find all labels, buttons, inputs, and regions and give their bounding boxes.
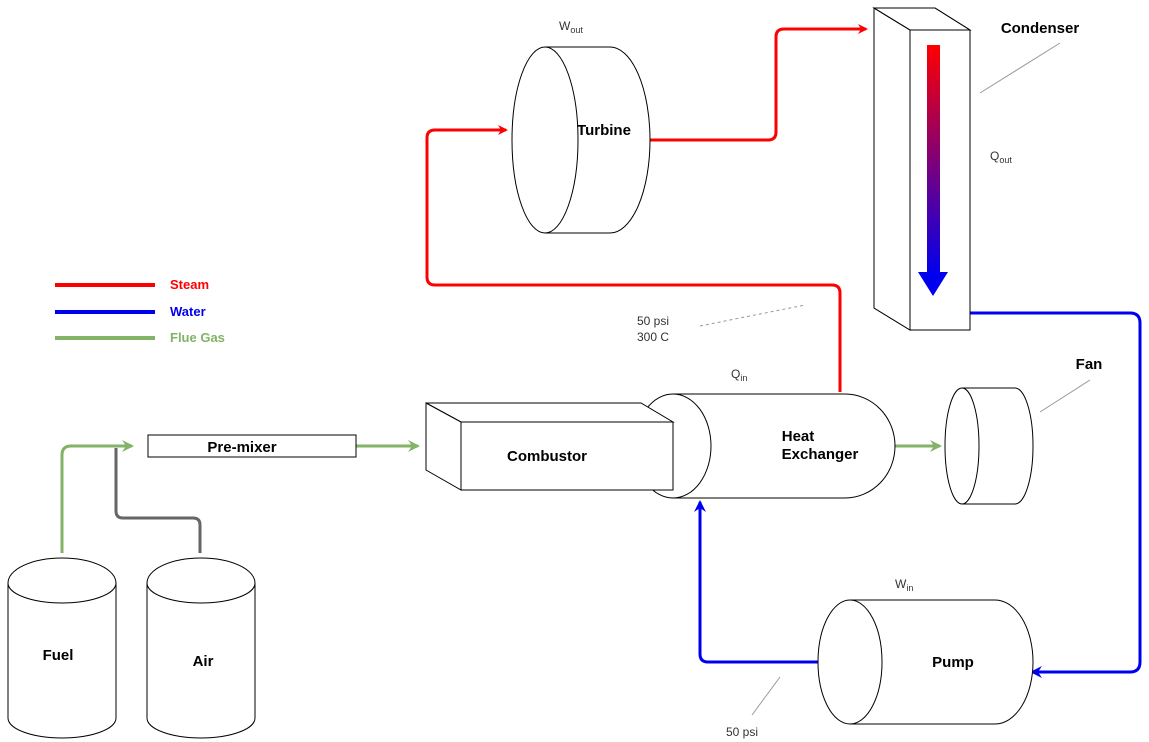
steam-temp-label: 300 C bbox=[637, 330, 669, 344]
pump-pressure-leader-line bbox=[751, 676, 781, 716]
air-tank: Air bbox=[146, 557, 256, 739]
water-line-condenser-to-pump bbox=[970, 311, 1142, 678]
condenser-leader-line bbox=[979, 42, 1061, 94]
premixer: Pre-mixer bbox=[147, 434, 357, 458]
steam-line-hx-to-turbine bbox=[425, 125, 842, 392]
premixer-label: Pre-mixer bbox=[207, 439, 276, 456]
pump: Pump bbox=[817, 599, 1034, 725]
q-in-annotation: Qin bbox=[731, 367, 747, 383]
heat-exchanger-label-line1: Heat bbox=[782, 428, 815, 445]
fan-label: Fan bbox=[1076, 356, 1103, 373]
steam-pressure-label: 50 psi bbox=[637, 314, 669, 328]
legend-flue-gas-label: Flue Gas bbox=[170, 330, 225, 345]
air-label: Air bbox=[193, 653, 214, 670]
w-out-annotation: Wout bbox=[559, 19, 583, 35]
pump-pressure-label: 50 psi bbox=[726, 725, 758, 739]
q-out-annotation: Qout bbox=[990, 149, 1012, 165]
fan-leader-line bbox=[1039, 379, 1091, 413]
legend-water-label: Water bbox=[170, 304, 206, 319]
w-in-annotation: Win bbox=[895, 577, 913, 593]
heat-flow-arrow-icon bbox=[918, 272, 948, 296]
pump-label: Pump bbox=[932, 654, 974, 671]
turbine-label: Turbine bbox=[577, 122, 631, 139]
steam-conditions-leader-line bbox=[699, 304, 806, 327]
fan: Fan bbox=[944, 356, 1103, 505]
fuel-tank: Fuel bbox=[7, 557, 117, 739]
combustor: Combustor bbox=[425, 402, 675, 491]
fuel-label: Fuel bbox=[43, 647, 74, 664]
heat-gradient-bar bbox=[927, 45, 940, 275]
steam-line-turbine-to-condenser bbox=[650, 24, 868, 142]
legend-steam-label: Steam bbox=[170, 277, 209, 292]
fuel-line bbox=[60, 440, 134, 553]
combustor-label: Combustor bbox=[507, 448, 587, 465]
heat-exchanger: Heat Exchanger bbox=[634, 393, 896, 499]
air-line bbox=[114, 448, 202, 553]
heat-exchanger-label-line2: Exchanger bbox=[782, 446, 859, 463]
turbine: Turbine bbox=[511, 46, 651, 234]
condenser-label: Condenser bbox=[1001, 20, 1080, 37]
legend: Steam Water Flue Gas bbox=[55, 277, 225, 345]
water-line-pump-to-hx bbox=[694, 500, 820, 664]
condenser: Condenser bbox=[872, 7, 1080, 331]
